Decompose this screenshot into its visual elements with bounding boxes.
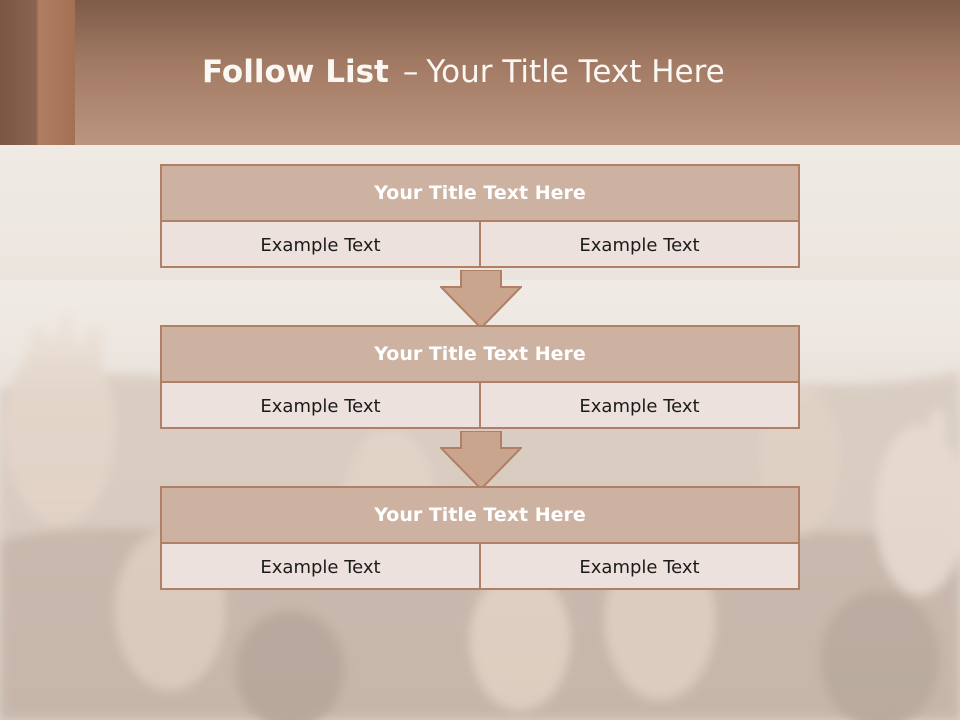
list-box-3: Your Title Text Here Example Text Exampl… (160, 486, 800, 590)
down-arrow-icon (440, 270, 522, 330)
accent-band (0, 0, 75, 145)
box-title: Your Title Text Here (162, 327, 798, 383)
title-dash: – (402, 54, 419, 90)
box-cell-left: Example Text (260, 234, 381, 256)
box-cell-left: Example Text (260, 556, 381, 578)
title-bar: Follow List–Your Title Text Here (0, 0, 960, 145)
down-arrow-icon (440, 431, 522, 491)
list-box-2: Your Title Text Here Example Text Exampl… (160, 325, 800, 429)
slide-title-bold: Follow List (202, 54, 389, 90)
box-title: Your Title Text Here (162, 488, 798, 544)
box-title: Your Title Text Here (162, 166, 798, 222)
box-cell-left: Example Text (260, 395, 381, 417)
box-cell-right: Example Text (479, 544, 798, 590)
slide-title: Follow List–Your Title Text Here (202, 54, 725, 90)
box-cell-right: Example Text (479, 383, 798, 429)
list-box-1: Your Title Text Here Example Text Exampl… (160, 164, 800, 268)
box-cell-right: Example Text (479, 222, 798, 268)
slide-title-rest: Your Title Text Here (426, 54, 725, 90)
